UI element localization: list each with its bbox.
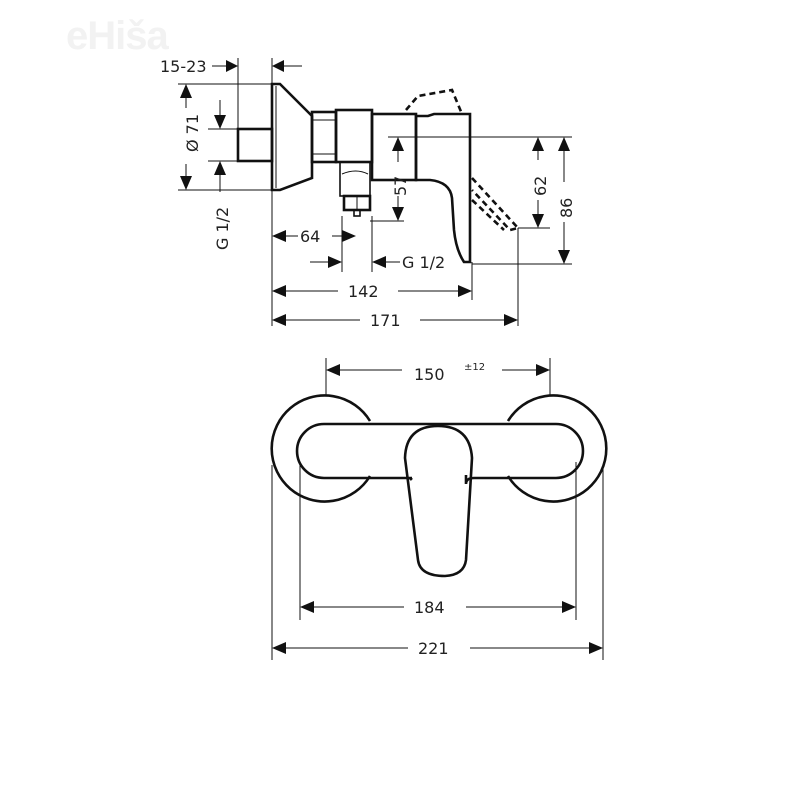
lever-handle <box>414 112 472 264</box>
right-rosette <box>506 394 608 503</box>
dim-wall-depth: 15-23 <box>160 57 207 76</box>
lever-open-position <box>471 177 521 232</box>
dim-body-width: 184 <box>414 598 445 617</box>
dim-projection-142: 142 <box>348 282 379 301</box>
dim-flange-diameter: Ø 71 <box>183 114 202 152</box>
watermark-logo: eHiša <box>66 14 169 58</box>
inlet-connector <box>236 127 274 163</box>
dim-outlet-height: 62 <box>531 176 550 196</box>
dim-projection-171: 171 <box>370 311 401 330</box>
lever-up-position <box>405 88 464 115</box>
lever-front <box>403 424 474 578</box>
dim-total-height: 86 <box>557 198 576 218</box>
left-rosette <box>270 394 372 503</box>
dim-inlet-offset: 64 <box>300 227 320 246</box>
dim-lever-height: 57 <box>391 176 410 196</box>
side-view: 15-23 Ø 71 G 1/2 64 G 1/2 <box>160 57 576 330</box>
valve-body <box>334 108 374 164</box>
wall-flange <box>270 82 314 192</box>
mixer-body <box>295 422 585 485</box>
dim-outlet-thread: G 1/2 <box>402 253 445 272</box>
dim-center-tolerance: ±12 <box>464 362 485 373</box>
dim-inlet-thread: G 1/2 <box>213 207 232 250</box>
dim-overall-width: 221 <box>418 639 449 658</box>
front-view: 150 ±12 184 221 <box>270 358 608 660</box>
dim-center-distance: 150 <box>414 365 445 384</box>
